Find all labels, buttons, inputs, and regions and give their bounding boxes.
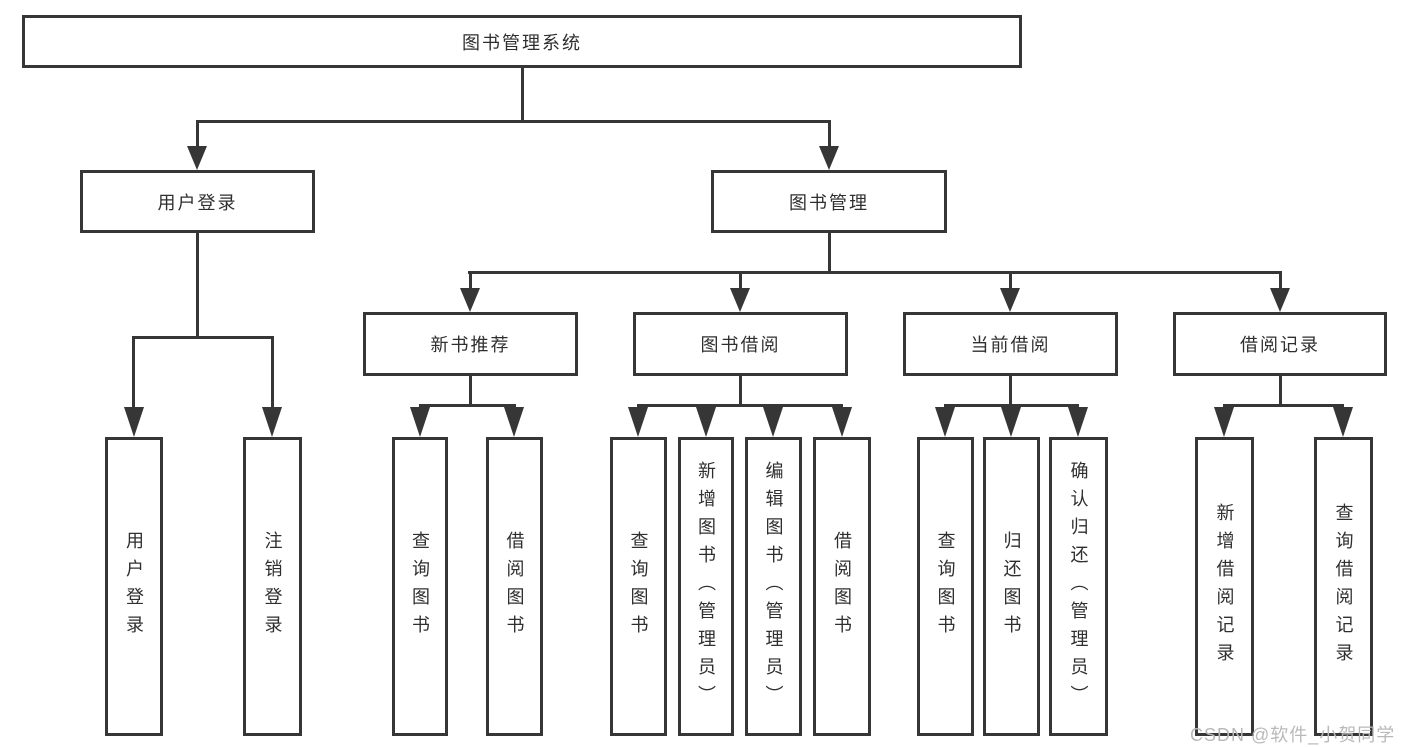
arrowhead-current-borrow bbox=[1000, 288, 1020, 312]
leaf-edit-book-admin-label: 编辑图书（管理员） bbox=[763, 460, 784, 713]
arrowhead-leaf-query-record bbox=[1333, 407, 1353, 437]
leaf-confirm-return-admin-label: 确认归还（管理员） bbox=[1068, 460, 1089, 713]
arrowhead-new-book-recommend bbox=[460, 288, 480, 312]
node-book-management-label: 图书管理 bbox=[789, 192, 869, 213]
connector-user-login-stub bbox=[196, 120, 199, 148]
leaf-logout-label: 注销登录 bbox=[262, 530, 283, 643]
arrowhead-leaf-borrow-recommend bbox=[504, 407, 524, 437]
node-root-label: 图书管理系统 bbox=[462, 32, 582, 53]
arrowhead-user-login bbox=[187, 146, 207, 170]
arrowhead-leaf-user-login bbox=[124, 407, 144, 437]
arrowhead-book-mgmt bbox=[819, 146, 839, 170]
connector-recommend-stub bbox=[469, 271, 472, 290]
node-new-book-recommend-label: 新书推荐 bbox=[430, 335, 511, 355]
leaf-edit-book-admin: 编辑图书（管理员） bbox=[745, 437, 802, 736]
node-book-borrow-label: 图书借阅 bbox=[700, 335, 781, 355]
leaf-add-book-admin-label: 新增图书（管理员） bbox=[696, 460, 716, 713]
leaf-borrow-book-label: 借阅图书 bbox=[832, 530, 852, 643]
leaf-query-book-borrow: 查询图书 bbox=[610, 437, 667, 736]
connector-borrow-stub bbox=[739, 271, 742, 290]
connector-current-stem bbox=[1009, 376, 1012, 406]
node-current-borrow: 当前借阅 bbox=[903, 312, 1118, 376]
leaf-borrow-book: 借阅图书 bbox=[813, 437, 871, 736]
leaf-query-book-current: 查询图书 bbox=[917, 437, 974, 736]
node-book-borrow: 图书借阅 bbox=[633, 312, 848, 376]
leaf-return-book: 归还图书 bbox=[983, 437, 1040, 736]
node-borrow-record: 借阅记录 bbox=[1173, 312, 1387, 376]
leaf-logout: 注销登录 bbox=[243, 437, 302, 736]
node-root-library-system: 图书管理系统 bbox=[22, 15, 1022, 68]
leaf-return-book-label: 归还图书 bbox=[1001, 530, 1022, 643]
node-borrow-record-label: 借阅记录 bbox=[1240, 335, 1320, 355]
leaf-query-borrow-record-label: 查询借阅记录 bbox=[1333, 502, 1354, 671]
connector-recommend-stem bbox=[469, 376, 472, 406]
connector-current-stub bbox=[1009, 271, 1012, 290]
connector-record-stem bbox=[1279, 376, 1282, 406]
node-user-login: 用户登录 bbox=[80, 170, 315, 233]
leaf-query-book-recommend: 查询图书 bbox=[392, 437, 448, 736]
arrowhead-leaf-query-recommend bbox=[410, 407, 430, 437]
arrowhead-leaf-add-book bbox=[696, 407, 716, 437]
connector-record-stub bbox=[1279, 271, 1282, 290]
connector-book-mgmt-stem bbox=[828, 233, 831, 273]
leaf-query-borrow-record: 查询借阅记录 bbox=[1314, 437, 1373, 736]
leaf-add-book-admin: 新增图书（管理员） bbox=[678, 437, 734, 736]
leaf-add-borrow-record-label: 新增借阅记录 bbox=[1214, 502, 1235, 671]
leaf-user-login: 用户登录 bbox=[105, 437, 163, 736]
arrowhead-leaf-confirm-return bbox=[1068, 407, 1088, 437]
leaf-user-login-label: 用户登录 bbox=[124, 530, 144, 643]
connector-level2-bar bbox=[196, 120, 831, 123]
arrowhead-leaf-query-borrow bbox=[628, 407, 648, 437]
csdn-watermark: CSDN @软件_小贺同学 bbox=[1190, 725, 1396, 745]
arrowhead-leaf-add-record bbox=[1214, 407, 1234, 437]
arrowhead-leaf-borrow-book bbox=[832, 407, 852, 437]
connector-root-stem bbox=[521, 68, 524, 122]
leaf-query-book-current-label: 查询图书 bbox=[935, 530, 956, 643]
leaf-borrow-book-recommend-label: 借阅图书 bbox=[504, 530, 525, 643]
arrowhead-leaf-return-book bbox=[1001, 407, 1021, 437]
node-user-login-label: 用户登录 bbox=[157, 192, 238, 213]
arrowhead-leaf-edit-book bbox=[763, 407, 783, 437]
node-current-borrow-label: 当前借阅 bbox=[970, 335, 1051, 355]
connector-leaf-user-login-stem bbox=[132, 336, 135, 410]
arrowhead-book-borrow bbox=[730, 288, 750, 312]
connector-borrow-bar bbox=[637, 404, 843, 407]
node-new-book-recommend: 新书推荐 bbox=[363, 312, 578, 376]
arrowhead-borrow-record bbox=[1270, 288, 1290, 312]
connector-user-login-stem bbox=[196, 233, 199, 338]
arrowhead-leaf-logout bbox=[262, 407, 282, 437]
leaf-query-book-borrow-label: 查询图书 bbox=[628, 530, 649, 643]
arrowhead-leaf-query-current bbox=[935, 407, 955, 437]
leaf-borrow-book-recommend: 借阅图书 bbox=[486, 437, 543, 736]
connector-book-mgmt-stub bbox=[828, 120, 831, 148]
connector-user-login-bar bbox=[133, 336, 274, 339]
connector-leaf-logout-stem bbox=[271, 336, 274, 410]
leaf-confirm-return-admin: 确认归还（管理员） bbox=[1049, 437, 1108, 736]
connector-borrow-stem bbox=[739, 376, 742, 406]
connector-record-bar bbox=[1223, 404, 1344, 407]
connector-current-bar bbox=[944, 404, 1079, 407]
node-book-management: 图书管理 bbox=[711, 170, 947, 233]
leaf-query-book-recommend-label: 查询图书 bbox=[410, 530, 430, 643]
connector-level3-bar bbox=[468, 271, 1282, 274]
connector-recommend-bar bbox=[419, 404, 516, 407]
leaf-add-borrow-record: 新增借阅记录 bbox=[1195, 437, 1254, 736]
